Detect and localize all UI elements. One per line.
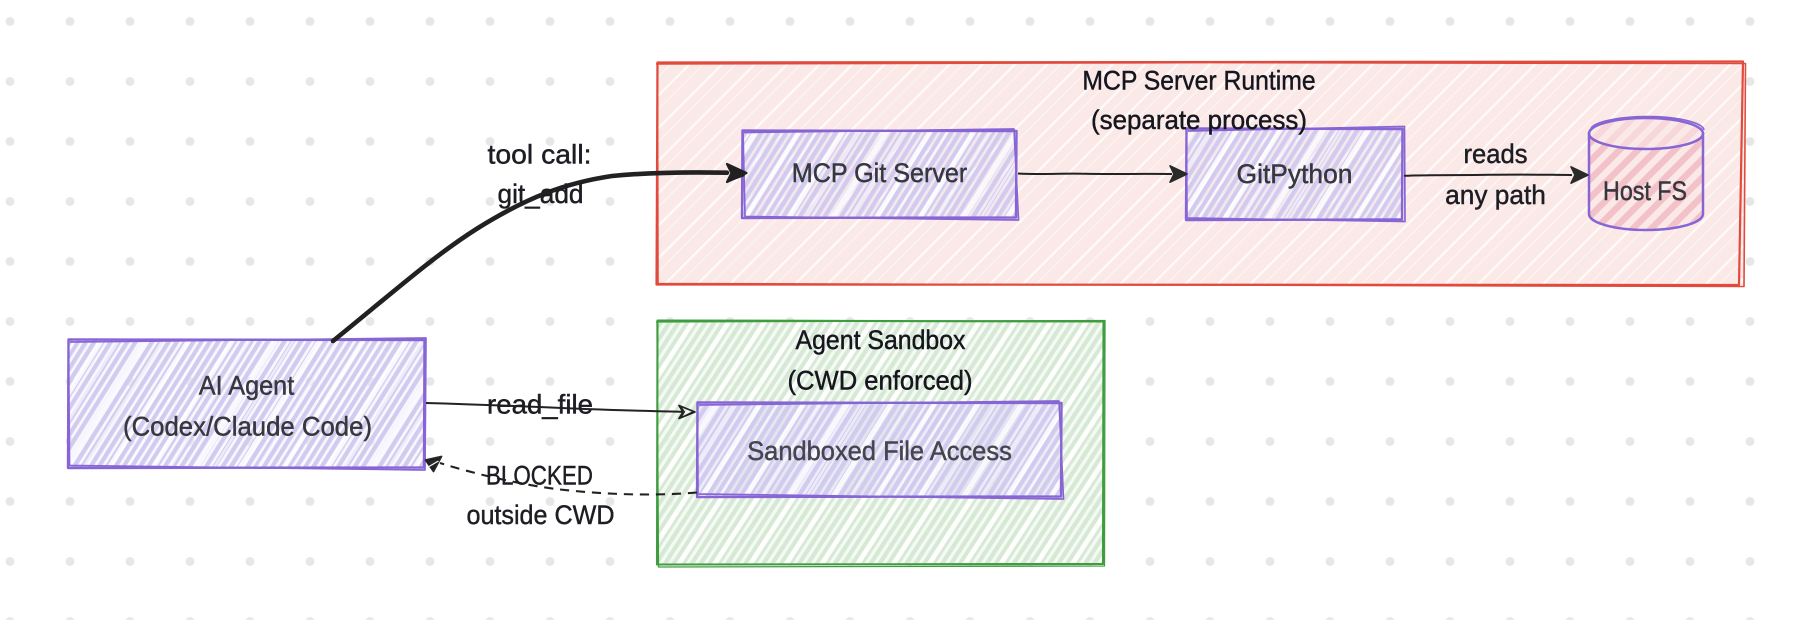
svg-text:(CWD enforced): (CWD enforced): [787, 365, 972, 396]
svg-text:tool call:: tool call:: [487, 139, 591, 169]
svg-text:outside CWD: outside CWD: [466, 499, 614, 530]
svg-text:Host FS: Host FS: [1603, 176, 1687, 206]
svg-text:any path: any path: [1445, 180, 1546, 210]
svg-text:MCP Git Server: MCP Git Server: [792, 157, 968, 188]
svg-text:AI Agent: AI Agent: [199, 370, 295, 401]
svg-text:git_add: git_add: [497, 179, 583, 209]
svg-text:GitPython: GitPython: [1237, 159, 1353, 189]
svg-text:(Codex/Claude Code): (Codex/Claude Code): [123, 411, 372, 442]
svg-text:BLOCKED: BLOCKED: [486, 462, 593, 491]
svg-text:(separate process): (separate process): [1091, 105, 1307, 136]
svg-text:reads: reads: [1463, 138, 1527, 169]
svg-text:read_file: read_file: [487, 389, 593, 420]
svg-text:Sandboxed File Access: Sandboxed File Access: [747, 435, 1012, 466]
svg-text:Agent Sandbox: Agent Sandbox: [796, 326, 966, 355]
svg-text:MCP Server Runtime: MCP Server Runtime: [1082, 67, 1315, 96]
